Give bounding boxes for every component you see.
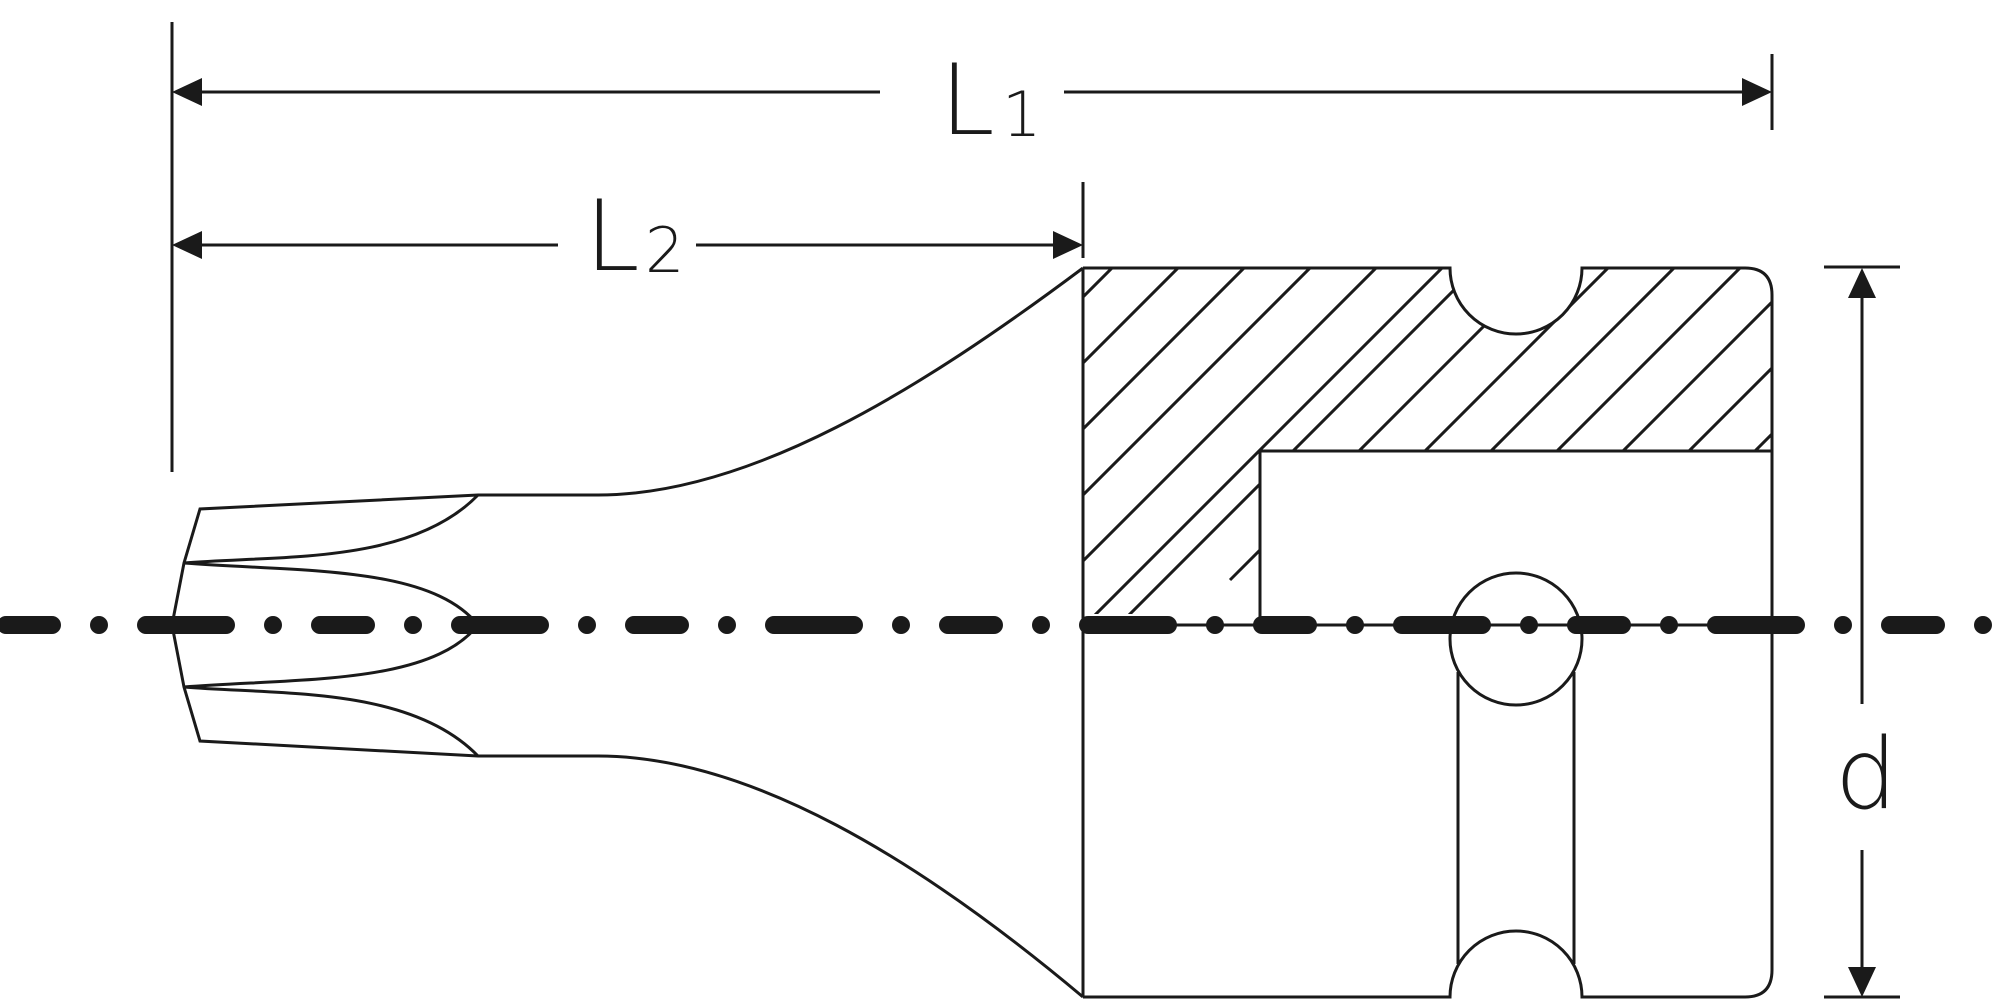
arrowhead-right xyxy=(1053,231,1083,259)
dimension-l1: L 1 xyxy=(172,44,1772,158)
arrowhead-left xyxy=(172,231,202,259)
dimension-label-d: d xyxy=(1835,718,1897,832)
dimension-d: d xyxy=(1835,268,1897,997)
dimension-label-l2: L xyxy=(585,180,640,294)
dimension-label-l1: L xyxy=(940,44,995,158)
arrowhead-left xyxy=(172,78,202,106)
dimension-subscript-l1: 1 xyxy=(1002,78,1041,151)
socket-body xyxy=(1081,266,1774,999)
dimension-l2: L 2 xyxy=(172,180,1083,294)
extension-lines xyxy=(170,22,1900,999)
arrowhead-up xyxy=(1848,268,1876,298)
arrowhead-right xyxy=(1742,78,1772,106)
arrowhead-down xyxy=(1848,967,1876,997)
section-hatching xyxy=(1083,268,1772,614)
dimension-subscript-l2: 2 xyxy=(645,214,684,287)
